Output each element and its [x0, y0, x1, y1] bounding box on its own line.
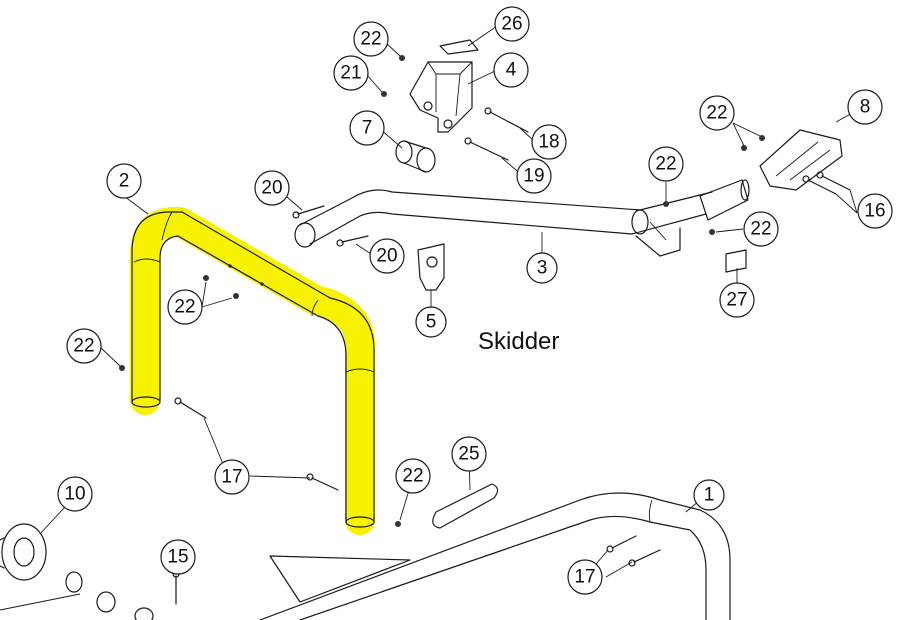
callout-26: 26 [494, 6, 530, 42]
ring-part [65, 571, 83, 593]
nuts [119, 55, 765, 527]
seal-part [134, 607, 154, 620]
callout-20: 20 [254, 170, 290, 206]
svg-text:26: 26 [501, 14, 522, 35]
part-7-spool [395, 140, 436, 173]
callout-21: 21 [333, 55, 369, 91]
svg-text:17: 17 [574, 567, 595, 588]
svg-text:17: 17 [221, 467, 242, 488]
svg-text:15: 15 [167, 547, 188, 568]
highlight-part-2 [130, 206, 375, 535]
diagram-title: Skidder [478, 328, 559, 355]
callout-1: 1 [693, 479, 725, 511]
svg-text:4: 4 [506, 60, 517, 81]
callout-22: 22 [395, 458, 431, 494]
svg-text:22: 22 [402, 466, 423, 487]
svg-text:27: 27 [726, 290, 747, 311]
callout-22: 22 [699, 95, 735, 131]
part-26-plate [439, 39, 479, 55]
part-8-hitch [759, 129, 843, 191]
svg-text:25: 25 [458, 444, 479, 465]
callout-22: 22 [648, 146, 684, 182]
part-3-bar [294, 179, 750, 257]
callout-17: 17 [567, 559, 603, 595]
svg-text:1: 1 [704, 485, 715, 506]
callout-3: 3 [526, 252, 558, 284]
callout-19: 19 [516, 158, 552, 194]
callout-17: 17 [214, 459, 250, 495]
svg-text:2: 2 [119, 171, 130, 192]
part-5-latch [417, 243, 445, 291]
callout-10: 10 [57, 476, 93, 512]
svg-text:20: 20 [376, 246, 397, 267]
svg-text:22: 22 [360, 29, 381, 50]
callout-22: 22 [743, 211, 779, 247]
svg-text:22: 22 [174, 297, 195, 318]
svg-text:10: 10 [64, 484, 85, 505]
callout-18: 18 [531, 124, 567, 160]
callout-25: 25 [451, 436, 487, 472]
part-27-tag [725, 249, 747, 273]
callout-15: 15 [160, 539, 196, 575]
leader-lines [39, 25, 858, 578]
bearing-part [96, 591, 116, 613]
svg-text:22: 22 [73, 336, 94, 357]
callout-22-left: 22 [66, 328, 102, 364]
part-25-pad [432, 483, 499, 529]
part-1-frame [259, 492, 731, 620]
callout-2: 2 [106, 163, 142, 199]
bolts [172, 107, 851, 605]
callout-7: 7 [349, 110, 385, 146]
callout-8: 8 [847, 89, 883, 125]
svg-text:16: 16 [864, 201, 885, 222]
svg-text:19: 19 [523, 166, 544, 187]
part-10-hub [0, 523, 47, 581]
svg-text:22: 22 [750, 219, 771, 240]
svg-text:18: 18 [538, 132, 559, 153]
callout-16: 16 [857, 193, 893, 229]
svg-text:5: 5 [426, 312, 437, 333]
svg-text:8: 8 [860, 97, 871, 118]
svg-text:20: 20 [261, 178, 282, 199]
callout-22: 22 [167, 289, 203, 325]
svg-text:22: 22 [706, 103, 727, 124]
callout-5: 5 [415, 306, 447, 338]
callout-27: 27 [719, 282, 755, 318]
callout-20: 20 [369, 238, 405, 274]
callout-4: 4 [493, 52, 529, 88]
svg-text:22: 22 [655, 154, 676, 175]
part-2-frame [131, 211, 375, 528]
svg-text:7: 7 [362, 118, 373, 139]
part-4-bracket [409, 61, 473, 133]
callout-22: 22 [353, 21, 389, 57]
svg-text:3: 3 [537, 258, 548, 279]
svg-text:21: 21 [340, 63, 361, 84]
